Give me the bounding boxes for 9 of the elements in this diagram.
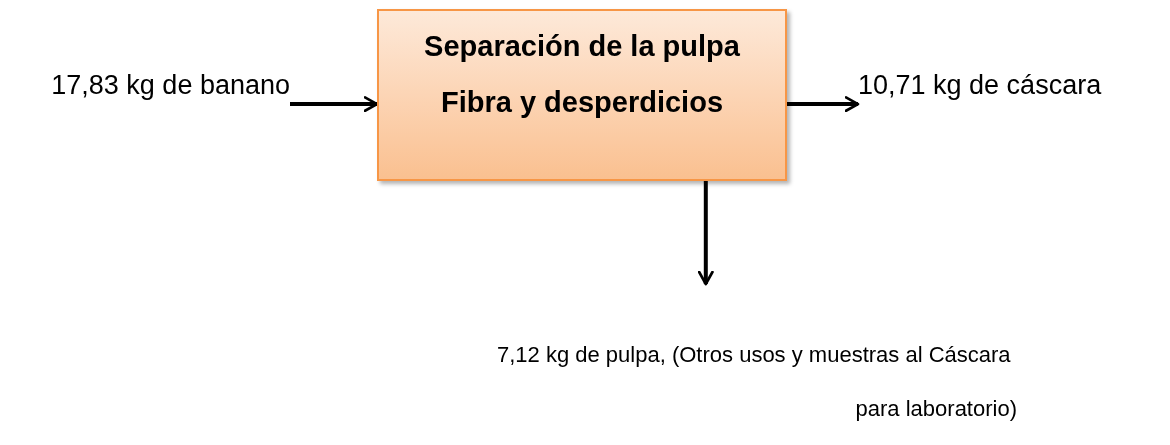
box-heading: Separación de la pulpa	[424, 29, 740, 63]
box-text: Fibra y desperdicios	[440, 85, 723, 119]
arrow	[787, 96, 860, 113]
process-box	[377, 9, 787, 181]
arrow	[697, 181, 714, 286]
input-label: 17,83 kg de banano	[51, 69, 290, 102]
output-label: 10,71 kg de cáscara	[858, 69, 1102, 102]
output-label: 7,12 kg de pulpa, (Otros usos y muestras al Cáscara para laboratorio)	[497, 341, 1017, 423]
arrow	[290, 96, 379, 113]
